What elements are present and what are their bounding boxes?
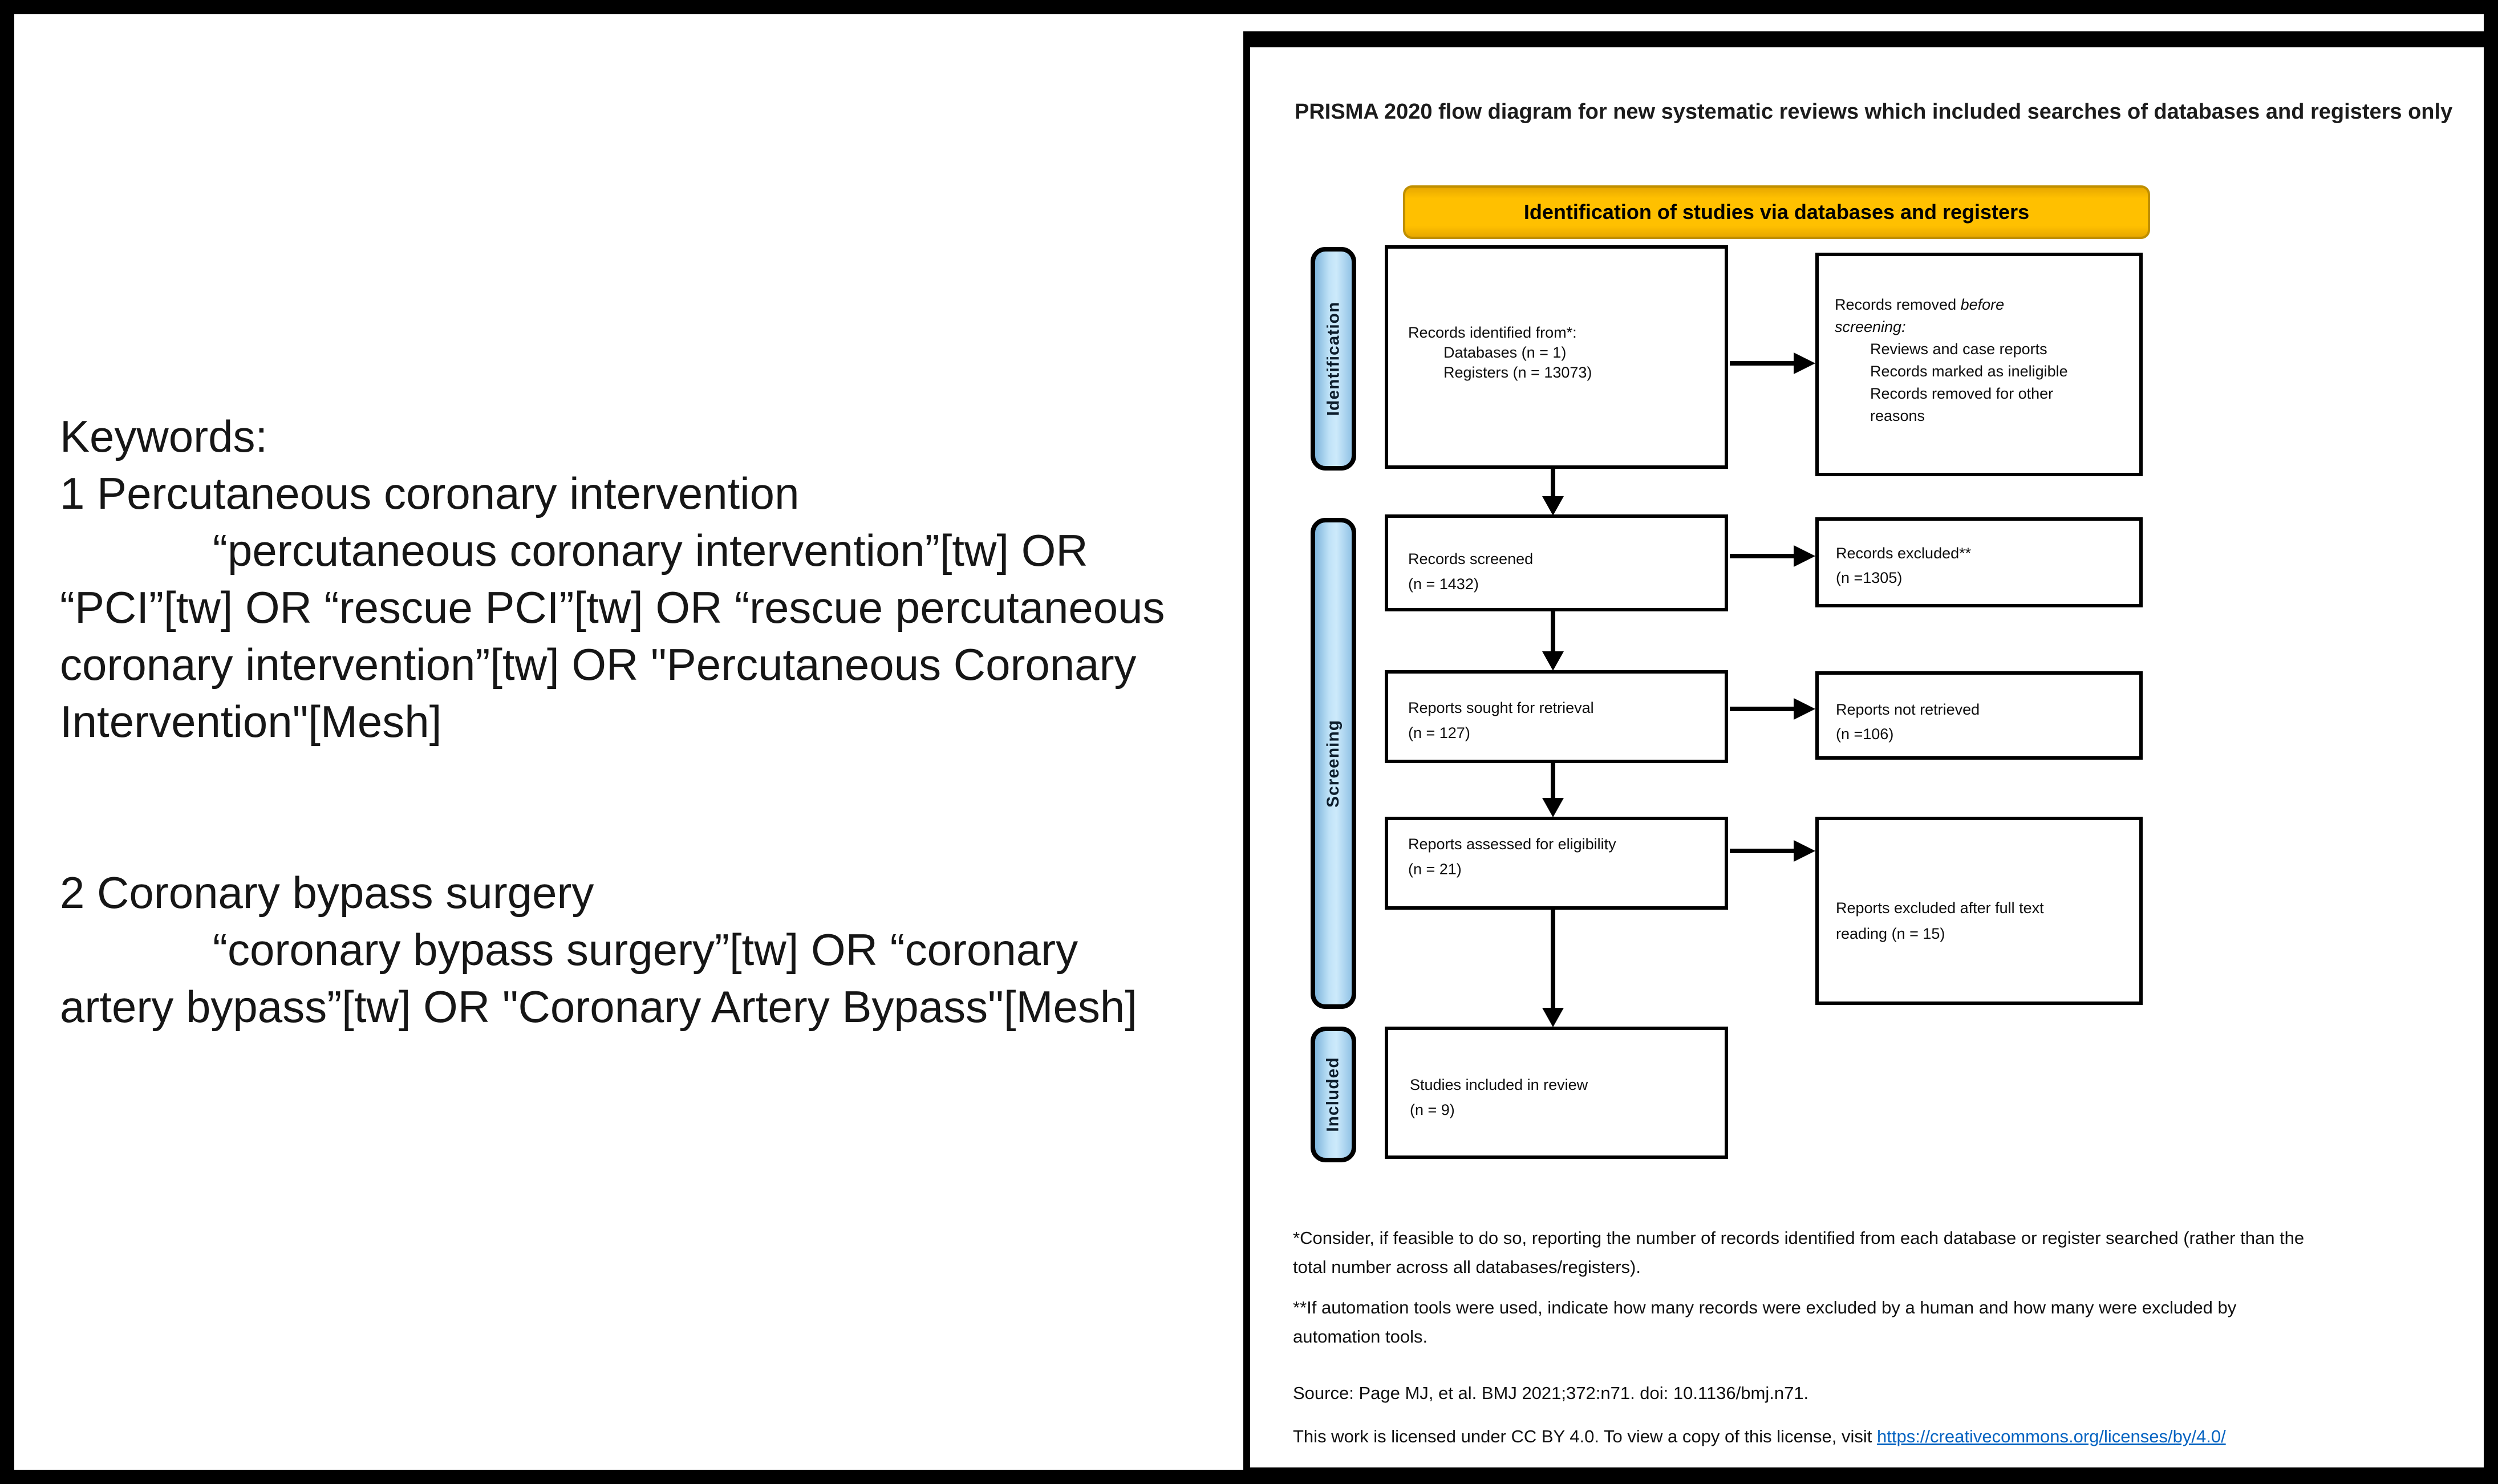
box-text-line: Reports assessed for eligibility: [1408, 836, 1616, 853]
box-text-line: (n = 127): [1408, 724, 1470, 741]
box-text-line: Reports excluded after full text: [1836, 899, 2044, 917]
license-link[interactable]: https://creativecommons.org/licenses/by/…: [1877, 1426, 2226, 1446]
box-reports-assessed: Reports assessed for eligibility (n = 21…: [1385, 817, 1728, 910]
box-reports-not-retrieved: Reports not retrieved (n =106): [1815, 671, 2143, 760]
box-text-line: (n =1305): [1836, 569, 1903, 586]
source-line: Source: Page MJ, et al. BMJ 2021;372:n71…: [1293, 1383, 1809, 1403]
keyword-line: “percutaneous coronary intervention”[tw]…: [213, 525, 1088, 575]
stage-bar-identification: Identification: [1311, 247, 1356, 471]
keyword-line: coronary intervention”[tw] OR "Percutane…: [60, 639, 1137, 690]
arrow-right-identified-to-removed: [1730, 352, 1815, 374]
box-text-line: reasons: [1870, 407, 1925, 424]
box-records-screened: Records screened (n = 1432): [1385, 514, 1728, 611]
arrow-right-sought-to-notretrieved: [1730, 698, 1815, 720]
box-records-identified: Records identified from*: Databases (n =…: [1385, 245, 1728, 469]
box-text-line: Records screened: [1408, 550, 1534, 567]
stage-bar-included: Included: [1311, 1027, 1356, 1162]
license-line: This work is licensed under CC BY 4.0. T…: [1293, 1422, 2479, 1451]
box-text-line: (n = 21): [1408, 861, 1462, 878]
arrow-down-sought-to-assessed: [1542, 763, 1564, 817]
box-text-line: Records marked as ineligible: [1870, 363, 2068, 380]
box-text-line: (n = 9): [1410, 1101, 1455, 1118]
box-text-line: Databases (n = 1): [1443, 344, 1567, 361]
box-records-removed: Records removed before screening: Review…: [1815, 253, 2143, 476]
keyword-line: “coronary bypass surgery”[tw] OR “corona…: [213, 925, 1078, 975]
arrow-down-assessed-to-included: [1542, 910, 1564, 1027]
box-text-line: Records removed for other: [1870, 385, 2054, 402]
identification-banner: Identification of studies via databases …: [1403, 185, 2150, 239]
box-text-line: Reviews and case reports: [1870, 340, 2047, 358]
keyword-line: 1 Percutaneous coronary intervention: [60, 468, 800, 518]
keyword-line: “PCI”[tw] OR “rescue PCI”[tw] OR “rescue…: [60, 582, 1165, 632]
keywords-panel: Keywords: 1 Percutaneous coronary interv…: [60, 408, 1235, 1035]
keywords-heading: Keywords:: [60, 411, 268, 461]
box-text-line: Studies included in review: [1410, 1076, 1588, 1093]
stage-bar-screening: Screening: [1311, 518, 1356, 1009]
identification-banner-label: Identification of studies via databases …: [1523, 200, 2030, 224]
box-text-line: screening:: [1835, 318, 1906, 335]
box-reports-sought: Reports sought for retrieval (n = 127): [1385, 670, 1728, 763]
box-reports-excluded-fulltext: Reports excluded after full text reading…: [1815, 817, 2143, 1005]
license-text: This work is licensed under CC BY 4.0. T…: [1293, 1426, 1877, 1446]
stage-label-identification: Identification: [1324, 301, 1343, 416]
box-studies-included: Studies included in review (n = 9): [1385, 1027, 1728, 1159]
keyword-line: 2 Coronary bypass surgery: [60, 867, 594, 918]
box-text-line: Records removed before: [1835, 296, 2005, 313]
box-text-line: Reports not retrieved: [1836, 701, 1980, 718]
figure-title: PRISMA 2020 flow diagram for new systema…: [1295, 100, 2453, 124]
keyword-line: artery bypass”[tw] OR "Coronary Artery B…: [60, 982, 1137, 1032]
box-records-excluded: Records excluded** (n =1305): [1815, 517, 2143, 607]
arrow-right-screened-to-excluded: [1730, 545, 1815, 567]
arrow-down-screened-to-sought: [1542, 611, 1564, 671]
box-text-line: (n =106): [1836, 725, 1894, 743]
box-text-line: Records excluded**: [1836, 545, 1972, 562]
box-text-line: Registers (n = 13073): [1443, 364, 1592, 381]
keyword-line: Intervention"[Mesh]: [60, 696, 442, 747]
arrow-right-assessed-to-fulltext: [1730, 840, 1815, 862]
stage-label-screening: Screening: [1324, 719, 1343, 808]
footnote-1: *Consider, if feasible to do so, reporti…: [1293, 1228, 2305, 1277]
box-text-line: (n = 1432): [1408, 575, 1479, 593]
footnote-2: **If automation tools were used, indicat…: [1293, 1298, 2237, 1347]
arrow-down-identified-to-screened: [1542, 469, 1564, 516]
stage-label-included: Included: [1324, 1057, 1343, 1132]
box-text-line: Reports sought for retrieval: [1408, 699, 1594, 716]
box-text-line: reading (n = 15): [1836, 925, 1945, 942]
box-text-line: Records identified from*:: [1408, 324, 1577, 341]
